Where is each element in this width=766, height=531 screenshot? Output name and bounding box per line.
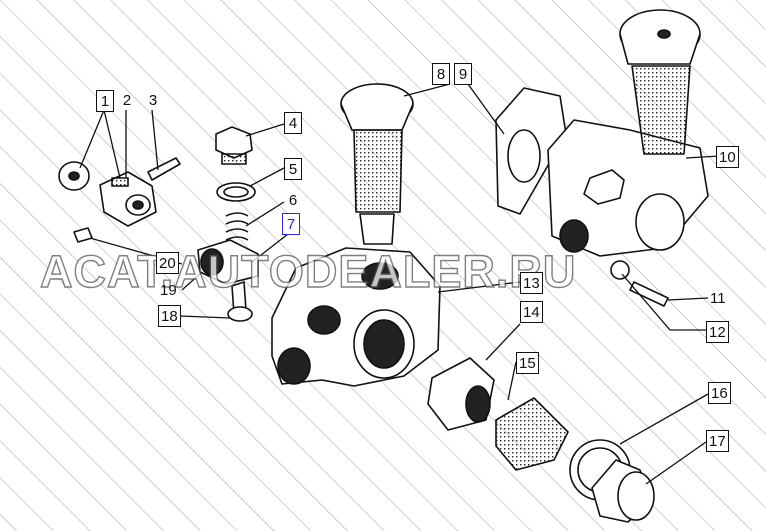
callout-2[interactable]: 2 (122, 92, 132, 109)
callout-17[interactable]: 17 (706, 430, 729, 452)
part-18-bolt (227, 281, 253, 322)
part-17-cap (591, 459, 655, 523)
callout-11[interactable]: 11 (710, 290, 726, 307)
part-14-sleeve (427, 357, 495, 431)
part-3-pin (147, 157, 181, 181)
callout-8[interactable]: 8 (432, 63, 450, 85)
callout-16[interactable]: 16 (708, 382, 731, 404)
leader-lines (79, 83, 721, 485)
callout-13[interactable]: 13 (520, 272, 543, 294)
callout-5[interactable]: 5 (284, 158, 302, 180)
part-9-gasket (495, 87, 567, 215)
callout-1[interactable]: 1 (96, 90, 114, 112)
hand-primer (619, 9, 701, 155)
part-1-nut (58, 161, 90, 191)
part-6-spring (225, 212, 249, 241)
callout-15[interactable]: 15 (516, 352, 539, 374)
part-8-piston (340, 83, 414, 245)
callout-3[interactable]: 3 (148, 92, 158, 109)
callout-9[interactable]: 9 (454, 63, 472, 85)
callout-7[interactable]: 7 (282, 213, 300, 235)
pump-body (271, 247, 441, 387)
callout-12[interactable]: 12 (706, 321, 729, 343)
part-4-plug (215, 126, 253, 165)
callout-6[interactable]: 6 (288, 192, 298, 209)
part-11-bolt (629, 281, 669, 307)
part-15-filter (495, 397, 569, 471)
callout-14[interactable]: 14 (520, 301, 543, 323)
callout-20[interactable]: 20 (156, 252, 179, 274)
callout-18[interactable]: 18 (158, 305, 181, 327)
part-19-valve (197, 239, 259, 285)
part-12-nut (610, 260, 630, 280)
callout-10[interactable]: 10 (716, 146, 739, 168)
part-2-coupling (99, 171, 157, 227)
callout-19[interactable]: 19 (160, 282, 177, 299)
callout-4[interactable]: 4 (284, 112, 302, 134)
